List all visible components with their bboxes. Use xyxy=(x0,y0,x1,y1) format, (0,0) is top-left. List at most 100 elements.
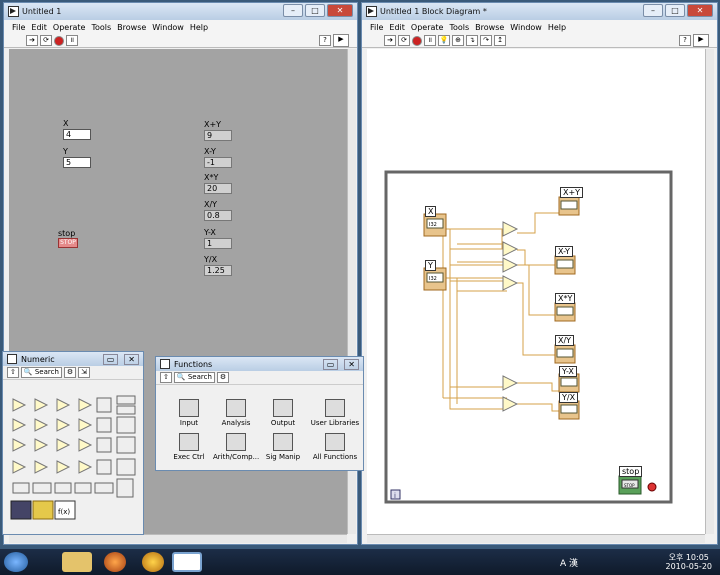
functions-item-arith-comp[interactable]: Arith/Comp... xyxy=(213,433,259,461)
menu-browse[interactable]: Browse xyxy=(117,22,147,32)
block-diagram-canvas[interactable]: i xyxy=(367,49,705,534)
while-loop-border[interactable] xyxy=(384,170,673,504)
taskbar-app-icon[interactable] xyxy=(142,552,164,572)
terminal-out-xminusy[interactable] xyxy=(554,255,576,275)
up-arrow-icon[interactable]: ⇧ xyxy=(160,372,172,383)
menu-edit[interactable]: Edit xyxy=(389,22,405,32)
functions-item-sig-manip[interactable]: Sig Manip xyxy=(260,433,306,461)
divide-function[interactable] xyxy=(502,275,519,291)
stop-button[interactable]: STOP xyxy=(58,238,78,248)
control-x[interactable]: 4 xyxy=(63,129,91,140)
pause-icon[interactable]: ॥ xyxy=(424,35,436,46)
terminal-x[interactable]: I32 xyxy=(423,213,447,237)
numeric-palette-titlebar[interactable]: Numeric ▭ ✕ xyxy=(3,352,143,366)
menu-window[interactable]: Window xyxy=(510,22,542,32)
functions-item-exec-ctrl[interactable]: Exec Ctrl xyxy=(166,433,212,461)
block-diagram-titlebar[interactable]: Untitled 1 Block Diagram * – □ ✕ xyxy=(362,3,717,20)
menu-tools[interactable]: Tools xyxy=(91,22,112,32)
up-arrow-icon[interactable]: ⇧ xyxy=(7,367,19,378)
search-button[interactable]: 🔍 Search xyxy=(20,367,62,378)
menu-tools[interactable]: Tools xyxy=(449,22,470,32)
add-function[interactable] xyxy=(502,221,519,237)
taskbar-firefox-icon[interactable] xyxy=(104,552,126,572)
menu-operate[interactable]: Operate xyxy=(410,22,444,32)
maximize-button[interactable]: □ xyxy=(305,4,325,17)
sig-manip-icon xyxy=(273,433,293,451)
indicator-x-plus-y: 9 xyxy=(204,130,232,141)
abort-icon[interactable] xyxy=(412,35,422,46)
system-clock[interactable]: 오후 10:05 2010-05-20 xyxy=(666,553,713,571)
subtract-yx-function[interactable] xyxy=(502,375,519,391)
palette-close-icon[interactable]: ✕ xyxy=(124,353,139,365)
block-diagram-hscrollbar[interactable] xyxy=(367,534,705,543)
help-icon[interactable]: ? xyxy=(679,35,691,46)
divide-yx-function[interactable] xyxy=(502,396,519,412)
palette-restore-icon[interactable]: ▭ xyxy=(102,353,119,365)
functions-item-all-functions[interactable]: All Functions xyxy=(307,433,363,461)
palette-restore-icon[interactable]: ▭ xyxy=(322,358,339,370)
terminal-out-ydivx[interactable] xyxy=(558,400,580,420)
run-icon[interactable]: ➔ xyxy=(384,35,396,46)
close-button[interactable]: ✕ xyxy=(687,4,713,17)
maximize-button[interactable]: □ xyxy=(665,4,685,17)
functions-item-user-libraries[interactable]: User Libraries xyxy=(307,399,363,427)
menu-file[interactable]: File xyxy=(370,22,384,32)
pin-icon[interactable]: ⇲ xyxy=(78,367,91,378)
menu-window[interactable]: Window xyxy=(152,22,184,32)
step-over-icon[interactable]: ↷ xyxy=(480,35,492,46)
abort-icon[interactable] xyxy=(54,35,64,46)
step-out-icon[interactable]: ↥ xyxy=(494,35,506,46)
stop-terminal[interactable]: STOP xyxy=(618,475,642,495)
start-button[interactable] xyxy=(4,552,28,572)
loop-condition-terminal[interactable] xyxy=(647,482,657,492)
functions-palette[interactable]: Functions ▭ ✕ ⇧ 🔍 Search ⚙ Input Analysi… xyxy=(155,356,364,471)
help-icon[interactable]: ? xyxy=(319,35,331,46)
minimize-button[interactable]: – xyxy=(283,4,303,17)
user-libraries-icon xyxy=(325,399,345,417)
search-button[interactable]: 🔍 Search xyxy=(173,372,215,383)
taskbar-labview-icon[interactable] xyxy=(172,552,202,572)
ime-indicator[interactable]: A 漢 xyxy=(560,559,579,569)
close-button[interactable]: ✕ xyxy=(327,4,353,17)
run-continuously-icon[interactable]: ⟳ xyxy=(40,35,52,46)
subtract-function[interactable] xyxy=(502,241,519,257)
terminal-out-xdivy[interactable] xyxy=(554,344,576,364)
functions-palette-titlebar[interactable]: Functions ▭ ✕ xyxy=(156,357,363,371)
front-panel-titlebar[interactable]: Untitled 1 – □ ✕ xyxy=(4,3,357,20)
functions-item-input[interactable]: Input xyxy=(166,399,212,427)
front-panel-hscrollbar[interactable] xyxy=(9,534,347,543)
menu-help[interactable]: Help xyxy=(189,22,209,32)
taskbar-explorer-icon[interactable] xyxy=(62,552,92,572)
block-diagram-window[interactable]: Untitled 1 Block Diagram * – □ ✕ File Ed… xyxy=(361,2,718,545)
menu-edit[interactable]: Edit xyxy=(31,22,47,32)
minimize-button[interactable]: – xyxy=(643,4,663,17)
menu-help[interactable]: Help xyxy=(547,22,567,32)
numeric-function-grid[interactable]: f(x) xyxy=(3,381,143,535)
highlight-execution-icon[interactable]: 💡 xyxy=(438,35,450,46)
functions-item-analysis[interactable]: Analysis xyxy=(213,399,259,427)
step-into-icon[interactable]: ↴ xyxy=(466,35,478,46)
menu-operate[interactable]: Operate xyxy=(52,22,86,32)
terminal-out-xplusy[interactable] xyxy=(558,196,580,216)
terminal-out-xtimesy[interactable] xyxy=(554,302,576,322)
terminal-y[interactable]: I32 xyxy=(423,267,447,291)
functions-item-output[interactable]: Output xyxy=(260,399,306,427)
front-panel-vscrollbar[interactable] xyxy=(347,49,356,534)
block-diagram-vscrollbar[interactable] xyxy=(705,49,714,534)
numeric-palette[interactable]: Numeric ▭ ✕ ⇧ 🔍 Search ⚙ ⇲ xyxy=(2,351,144,535)
output-icon xyxy=(273,399,293,417)
menu-file[interactable]: File xyxy=(12,22,26,32)
retain-wire-values-icon[interactable]: ⊕ xyxy=(452,35,464,46)
palette-close-icon[interactable]: ✕ xyxy=(344,358,359,370)
run-continuously-icon[interactable]: ⟳ xyxy=(398,35,410,46)
front-panel-menubar: File Edit Operate Tools Browse Window He… xyxy=(4,20,357,34)
run-icon[interactable]: ➔ xyxy=(26,35,38,46)
pause-icon[interactable]: ॥ xyxy=(66,35,78,46)
menu-browse[interactable]: Browse xyxy=(475,22,505,32)
view-options-icon[interactable]: ⚙ xyxy=(216,372,230,383)
view-options-icon[interactable]: ⚙ xyxy=(63,367,77,378)
control-y[interactable]: 5 xyxy=(63,157,91,168)
indicator-label: X/Y xyxy=(204,200,218,209)
multiply-function[interactable] xyxy=(502,257,519,273)
numeric-palette-toolbar: ⇧ 🔍 Search ⚙ ⇲ xyxy=(3,366,143,380)
